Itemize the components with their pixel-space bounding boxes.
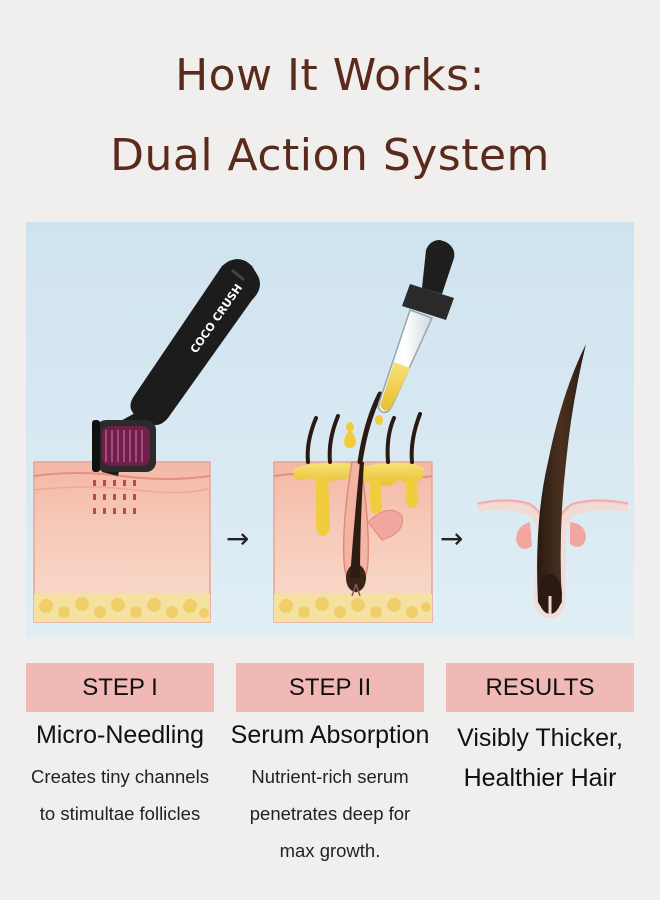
step-2-description: Nutrient-rich serum penetrates deep for … — [210, 758, 450, 869]
step-2-label: STEP II — [236, 663, 424, 712]
skin-block-serum — [273, 391, 433, 623]
results-title: Visibly Thicker, Healthier Hair — [420, 718, 660, 798]
skin-block-needling — [33, 461, 211, 623]
description-line: to stimultae follicles — [39, 803, 201, 824]
healthy-hair-result — [477, 344, 629, 618]
page-title-line-1: How It Works: — [175, 50, 485, 101]
description-line: Nutrient-rich serum — [251, 766, 409, 787]
results-title-line: Healthier Hair — [463, 764, 617, 792]
description-line: max growth. — [279, 840, 381, 861]
how-it-works-illustration: COCO CRUSH → — [33, 240, 629, 623]
arrow-icon-1: → — [226, 522, 249, 555]
serum-dropper-icon — [344, 240, 455, 448]
micro-channel-dots — [93, 480, 136, 514]
step-1-label: STEP I — [26, 663, 214, 712]
results-title-line: Visibly Thicker, — [457, 724, 623, 752]
description-line: Creates tiny channels — [31, 766, 209, 787]
step-1-title: Micro-Needling — [35, 721, 205, 749]
description-line: penetrates deep for — [249, 803, 411, 824]
illustration-panel: COCO CRUSH → — [26, 222, 634, 638]
results-label: RESULTS — [446, 663, 634, 712]
page-title-line-2: Dual Action System — [110, 130, 550, 181]
arrow-icon-2: → — [440, 522, 463, 555]
step-2-title: Serum Absorption — [230, 721, 430, 749]
step-1-description: Creates tiny channels to stimultae folli… — [0, 758, 240, 832]
derma-roller-icon: COCO CRUSH — [92, 259, 260, 476]
